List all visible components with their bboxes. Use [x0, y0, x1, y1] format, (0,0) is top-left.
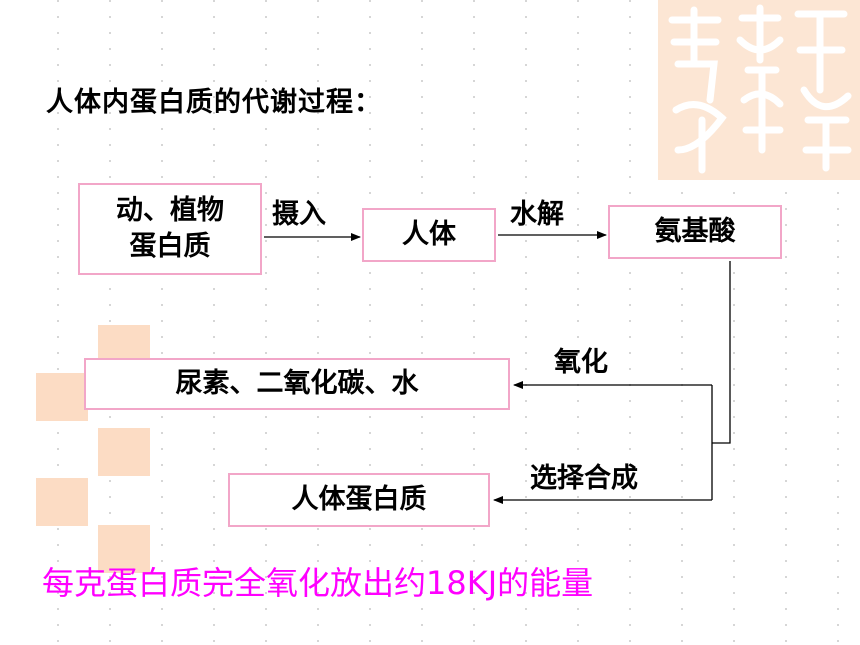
oxidation-label: 氧化 — [554, 347, 608, 378]
page-title: 人体内蛋白质的代谢过程： — [46, 87, 382, 118]
calligraphy-decoration — [658, 0, 860, 180]
food-protein-line2: 蛋白质 — [129, 231, 211, 262]
human-protein-box: 人体蛋白质 — [228, 473, 490, 527]
products-box: 尿素、二氧化碳、水 — [84, 358, 510, 410]
hydrolysis-label: 水解 — [510, 199, 564, 230]
connector-amino-down — [712, 261, 731, 444]
synthesis-label: 选择合成 — [530, 463, 638, 494]
amino-acid-box: 氨基酸 — [608, 205, 782, 259]
food-protein-line1: 动、植物 — [116, 194, 224, 226]
food-protein-box: 动、植物 蛋白质 — [78, 183, 262, 275]
human-body-box: 人体 — [362, 208, 496, 262]
ingest-label: 摄入 — [272, 199, 326, 230]
energy-note: 每克蛋白质完全氧化放出约18KJ的能量 — [42, 564, 594, 602]
